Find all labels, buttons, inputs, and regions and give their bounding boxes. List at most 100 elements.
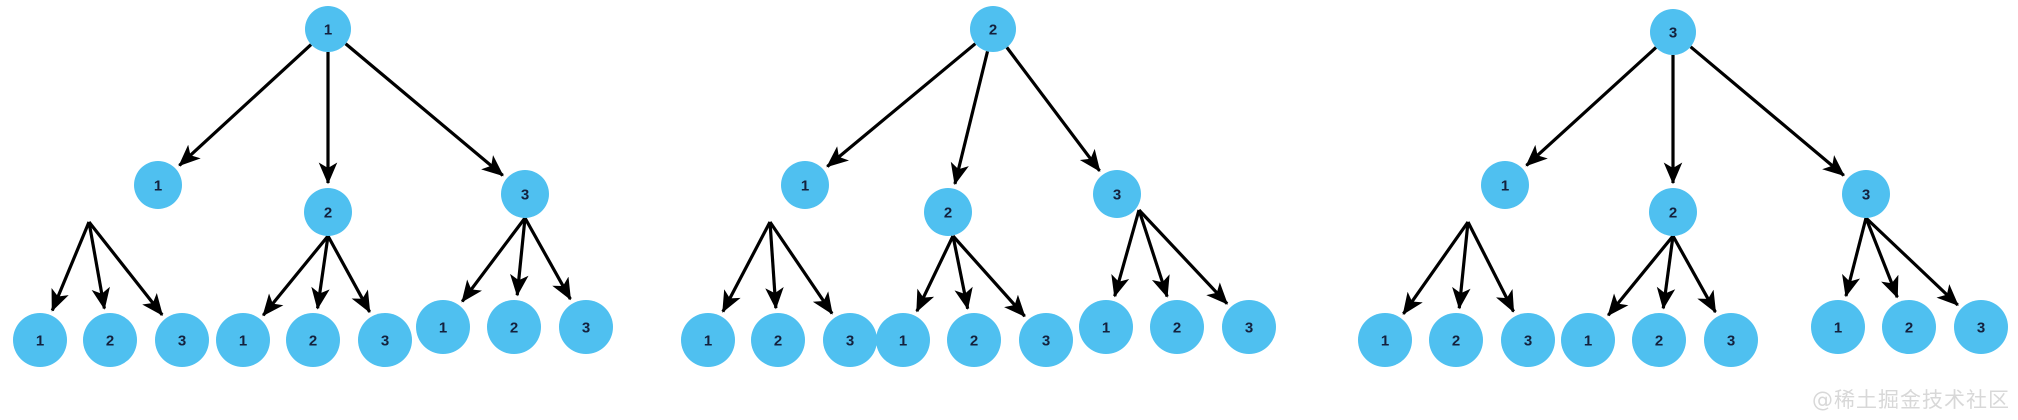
node-root-2[interactable]: 2 — [970, 6, 1016, 52]
node-leaf-2[interactable]: 2 — [1882, 300, 1936, 354]
node-circle[interactable] — [823, 313, 877, 367]
node-level2-3[interactable]: 3 — [1842, 170, 1890, 218]
edge-root-to-tree-2-l2-0 — [826, 42, 977, 168]
node-circle[interactable] — [286, 313, 340, 367]
node-circle[interactable] — [876, 313, 930, 367]
node-level2-3[interactable]: 3 — [1093, 170, 1141, 218]
node-circle[interactable] — [358, 313, 412, 367]
edge-tree-1-l2-2-to-leaf-7 — [510, 217, 529, 297]
edge-tree-3-l2-0-to-leaf-0 — [1402, 221, 1470, 315]
node-leaf-3[interactable]: 3 — [823, 313, 877, 367]
node-circle[interactable] — [1429, 313, 1483, 367]
node-circle[interactable] — [1481, 161, 1529, 209]
node-circle[interactable] — [1358, 313, 1412, 367]
edge-root-to-tree-1-l2-0 — [178, 43, 313, 167]
node-leaf-2[interactable]: 2 — [947, 313, 1001, 367]
node-circle[interactable] — [134, 161, 182, 209]
node-circle[interactable] — [1632, 313, 1686, 367]
node-leaf-1[interactable]: 1 — [1358, 313, 1412, 367]
edge-tree-2-l2-2-to-leaf-8 — [1137, 208, 1229, 305]
node-level2-1[interactable]: 1 — [781, 161, 829, 209]
node-circle[interactable] — [1842, 170, 1890, 218]
node-leaf-1[interactable]: 1 — [876, 313, 930, 367]
node-leaf-3[interactable]: 3 — [1222, 300, 1276, 354]
node-leaf-3[interactable]: 3 — [358, 313, 412, 367]
node-leaf-2[interactable]: 2 — [83, 313, 137, 367]
node-leaf-3[interactable]: 3 — [559, 300, 613, 354]
node-leaf-3[interactable]: 3 — [1501, 313, 1555, 367]
node-circle[interactable] — [83, 313, 137, 367]
node-circle[interactable] — [1811, 300, 1865, 354]
node-circle[interactable] — [1019, 313, 1073, 367]
node-leaf-2[interactable]: 2 — [487, 300, 541, 354]
node-level2-1[interactable]: 1 — [134, 161, 182, 209]
node-leaf-1[interactable]: 1 — [681, 313, 735, 367]
edges-layer — [50, 42, 1959, 318]
node-leaf-2[interactable]: 2 — [751, 313, 805, 367]
node-circle[interactable] — [1150, 300, 1204, 354]
node-circle[interactable] — [1650, 9, 1696, 55]
node-circle[interactable] — [1501, 313, 1555, 367]
node-leaf-1[interactable]: 1 — [1561, 313, 1615, 367]
node-circle[interactable] — [416, 300, 470, 354]
node-circle[interactable] — [1561, 313, 1615, 367]
node-circle[interactable] — [559, 300, 613, 354]
node-circle[interactable] — [216, 313, 270, 367]
edge-tree-1-l2-1-to-leaf-4 — [311, 235, 330, 310]
node-circle[interactable] — [501, 170, 549, 218]
node-leaf-1[interactable]: 1 — [13, 313, 67, 367]
node-leaf-3[interactable]: 3 — [1704, 313, 1758, 367]
edge-tree-2-l2-1-to-leaf-3 — [915, 235, 955, 313]
node-circle[interactable] — [1079, 300, 1133, 354]
node-leaf-2[interactable]: 2 — [286, 313, 340, 367]
node-circle[interactable] — [681, 313, 735, 367]
edge-tree-2-l2-0-to-leaf-0 — [721, 221, 772, 313]
node-circle[interactable] — [751, 313, 805, 367]
node-root-1[interactable]: 1 — [305, 6, 351, 52]
node-leaf-1[interactable]: 1 — [416, 300, 470, 354]
edge-tree-1-l2-1-to-leaf-3 — [262, 234, 330, 317]
node-level2-2[interactable]: 2 — [304, 188, 352, 236]
edge-tree-1-l2-0-to-leaf-1 — [87, 221, 110, 310]
node-circle[interactable] — [781, 161, 829, 209]
edge-root-to-tree-1-l2-2 — [344, 42, 504, 177]
node-circle[interactable] — [924, 188, 972, 236]
node-circle[interactable] — [1222, 300, 1276, 354]
edge-tree-2-l2-2-to-leaf-7 — [1137, 209, 1170, 298]
edge-tree-1-l2-0-to-leaf-0 — [50, 221, 91, 312]
node-circle[interactable] — [1704, 313, 1758, 367]
edge-tree-1-l2-2-to-leaf-6 — [460, 217, 527, 303]
node-level2-2[interactable]: 2 — [924, 188, 972, 236]
node-leaf-1[interactable]: 1 — [1079, 300, 1133, 354]
node-leaf-1[interactable]: 1 — [216, 313, 270, 367]
node-level2-1[interactable]: 1 — [1481, 161, 1529, 209]
node-circle[interactable] — [947, 313, 1001, 367]
node-leaf-3[interactable]: 3 — [1019, 313, 1073, 367]
node-level2-3[interactable]: 3 — [501, 170, 549, 218]
node-leaf-2[interactable]: 2 — [1632, 313, 1686, 367]
node-leaf-3[interactable]: 3 — [1954, 300, 2008, 354]
node-leaf-2[interactable]: 2 — [1429, 313, 1483, 367]
node-circle[interactable] — [487, 300, 541, 354]
edge-tree-2-l2-2-to-leaf-6 — [1111, 209, 1141, 298]
node-circle[interactable] — [970, 6, 1016, 52]
edge-tree-1-l2-2-to-leaf-8 — [523, 217, 572, 301]
node-circle[interactable] — [1093, 170, 1141, 218]
node-circle[interactable] — [304, 188, 352, 236]
node-circle[interactable] — [155, 313, 209, 367]
edge-tree-3-l2-2-to-leaf-8 — [1864, 216, 1959, 307]
node-circle[interactable] — [305, 6, 351, 52]
node-level2-2[interactable]: 2 — [1649, 188, 1697, 236]
node-circle[interactable] — [1882, 300, 1936, 354]
edge-root-to-tree-2-l2-1 — [950, 50, 990, 186]
edge-tree-3-l2-1-to-leaf-3 — [1607, 234, 1675, 317]
node-leaf-2[interactable]: 2 — [1150, 300, 1204, 354]
edge-tree-2-l2-1-to-leaf-4 — [951, 235, 973, 310]
node-circle[interactable] — [13, 313, 67, 367]
node-leaf-3[interactable]: 3 — [155, 313, 209, 367]
node-circle[interactable] — [1954, 300, 2008, 354]
node-root-3[interactable]: 3 — [1650, 9, 1696, 55]
node-circle[interactable] — [1649, 188, 1697, 236]
node-leaf-1[interactable]: 1 — [1811, 300, 1865, 354]
